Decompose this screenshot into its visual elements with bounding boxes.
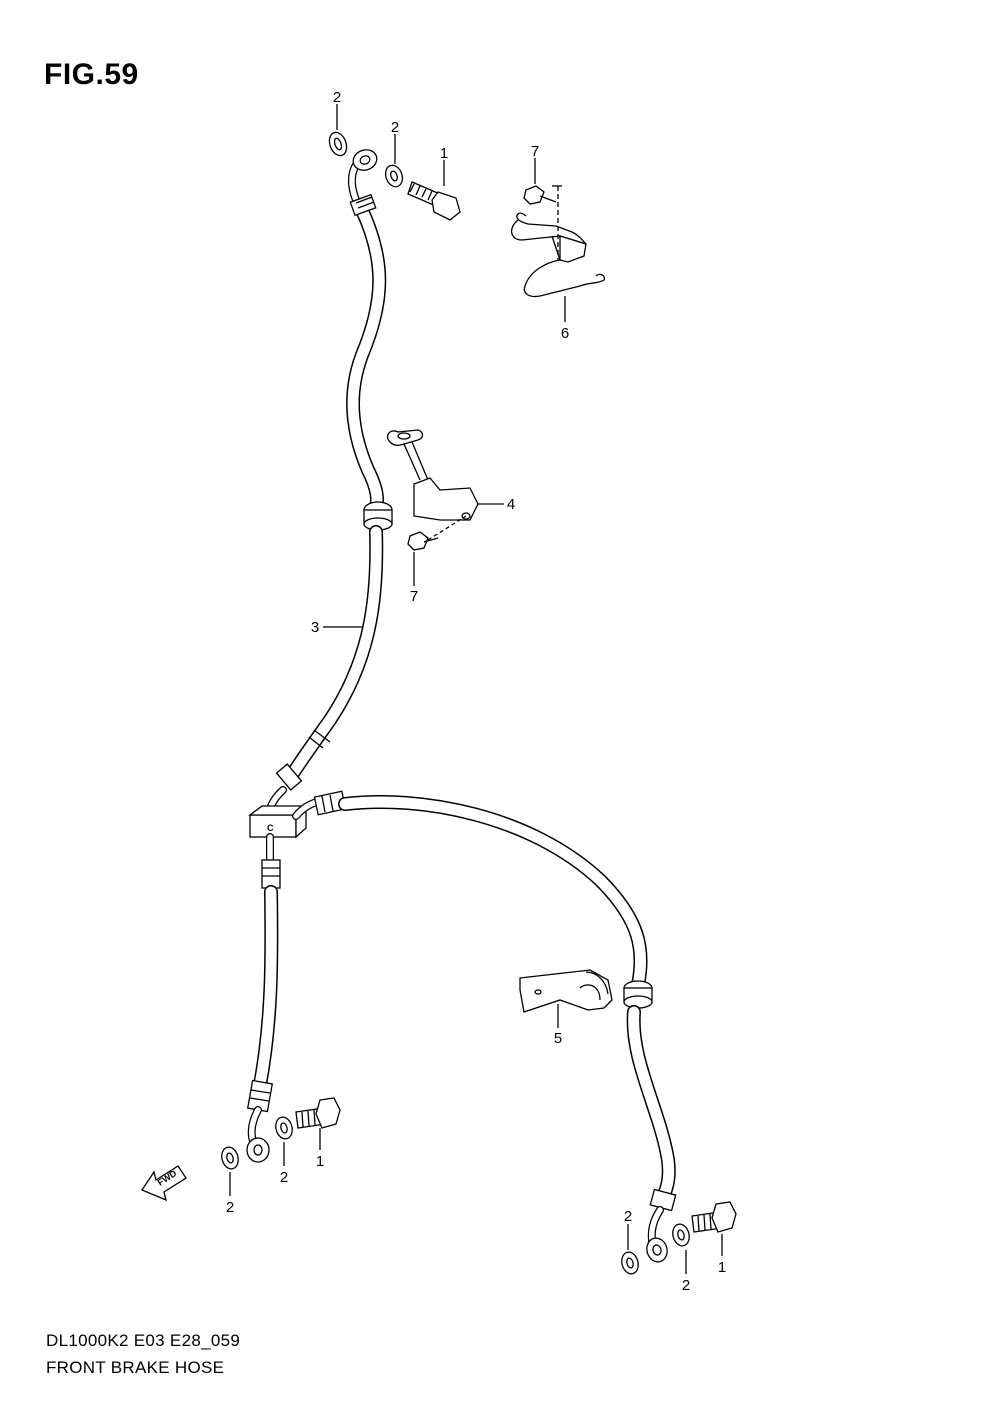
bracket-part-5	[519, 969, 613, 1013]
callout-washer: 2	[226, 1199, 234, 1216]
lower-left-brake-hose	[246, 859, 281, 1163]
callout-washer: 2	[682, 1277, 690, 1294]
callout-washer: 2	[280, 1169, 288, 1186]
callout-bracket-5: 5	[554, 1030, 562, 1047]
top-hardware	[328, 131, 461, 221]
callout-hose-3: 3	[311, 619, 319, 636]
callout-leaders	[229, 104, 723, 1274]
callout-washer: 2	[333, 89, 341, 106]
callout-clamp-4: 4	[507, 496, 515, 513]
svg-text:C: C	[267, 823, 274, 833]
callout-bolt: 1	[440, 145, 448, 162]
figure-name: FRONT BRAKE HOSE	[46, 1358, 225, 1377]
callout-washer: 2	[391, 119, 399, 136]
model-code: DL1000K2 E03 E28_059	[46, 1331, 241, 1350]
bolt-part-7-top	[523, 185, 545, 205]
forward-arrow-icon: FWD	[141, 1165, 187, 1202]
callout-washer: 2	[624, 1208, 632, 1225]
callout-clamp-6: 6	[561, 325, 569, 342]
upper-brake-hose	[275, 149, 393, 791]
callout-bolt: 1	[316, 1153, 324, 1170]
callout-bolt-7: 7	[531, 143, 539, 160]
callout-bolt-7: 7	[410, 588, 418, 605]
bolt-part-7-middle	[407, 531, 429, 551]
figure-title: FIG.59	[44, 58, 139, 91]
clamp-part-6	[511, 185, 606, 298]
callout-labels: 2 2 1 7 6 4 7 3 5 2 2 1 2 2 1	[226, 89, 726, 1294]
callout-bolt: 1	[718, 1259, 726, 1276]
lower-left-hardware	[221, 1097, 341, 1170]
clamp-part-4	[386, 429, 479, 551]
right-brake-hose	[313, 790, 677, 1263]
lower-right-hardware	[621, 1201, 737, 1275]
junction-block: C	[248, 786, 329, 864]
